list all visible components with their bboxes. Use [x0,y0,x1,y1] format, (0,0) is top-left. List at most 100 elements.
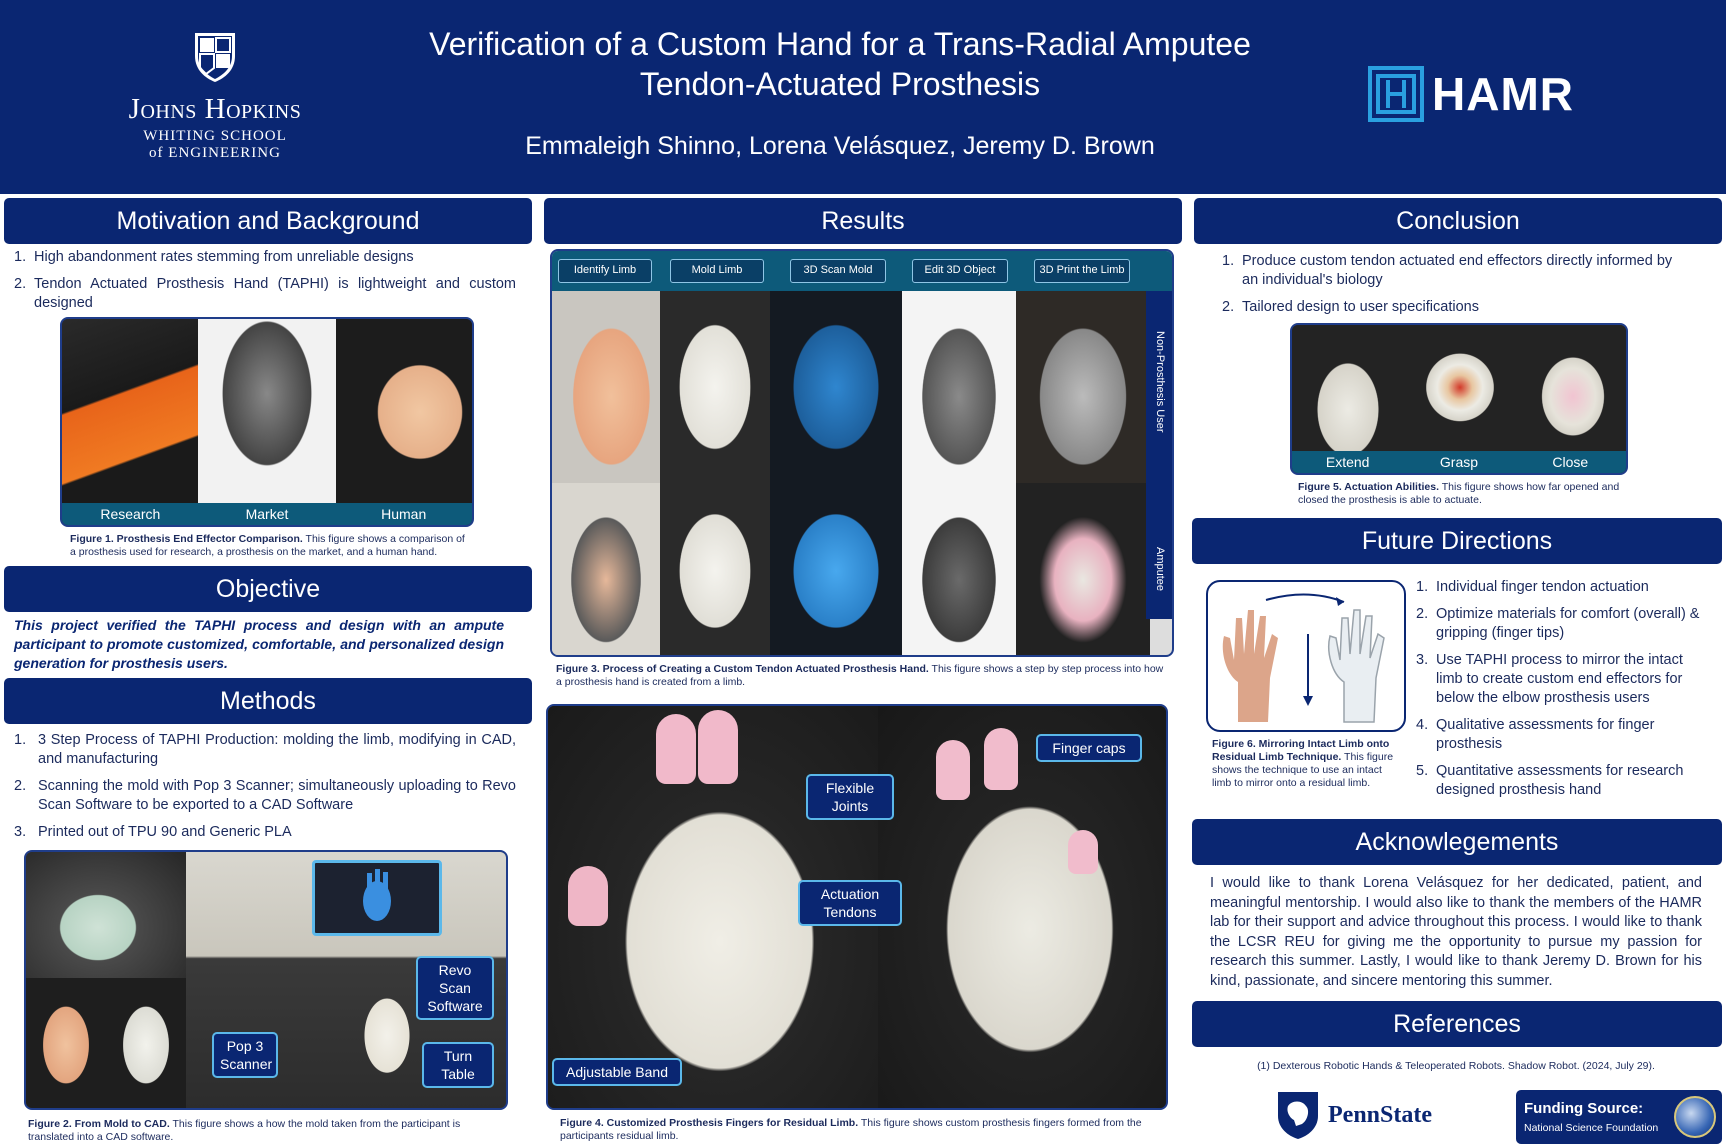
close-photo [1516,325,1626,455]
fingers-photo-right [878,706,1166,1108]
list-item: 1.Produce custom tendon actuated end eff… [1222,253,1673,288]
methods-list: 1.3 Step Process of TAPHI Production: mo… [14,731,516,850]
grid-mold-bottom [660,483,770,655]
figure-1: Research Market Human [60,317,474,527]
hamr-logo: HAMR [1368,66,1574,122]
callout-adjustable-band: Adjustable Band [552,1058,682,1086]
title-line1: Verification of a Custom Hand for a Tran… [429,26,1251,62]
research-hand-photo [62,319,198,505]
scan-hand-icon [363,869,391,921]
grid-cad-top [902,291,1016,483]
motivation-heading: Motivation and Background [4,198,532,244]
poster-title: Verification of a Custom Hand for a Tran… [400,24,1280,104]
list-item: 4.Qualitative assessments for finger pro… [1416,717,1655,752]
authors: Emmaleigh Shinno, Lorena Velásquez, Jere… [525,132,1155,160]
motivation-list: 1.High abandonment rates stemming from u… [14,248,516,321]
title-line2: Tendon-Actuated Prosthesis [639,66,1041,102]
mirror-hands-icon [1222,593,1385,723]
figure-6 [1206,580,1406,732]
grasp-photo [1404,325,1516,455]
figure-4-caption: Figure 4. Customized Prosthesis Fingers … [560,1117,1142,1142]
step-edit-3d-object[interactable]: Edit 3D Object [912,259,1008,283]
finger-cap-6 [1068,830,1098,874]
funding-title: Funding Source: [1524,1100,1644,1117]
jhu-shield-icon [195,33,235,82]
hamr-word: HAMR [1432,68,1574,120]
hamr-mark-icon [1368,66,1424,122]
label-close: Close [1552,454,1589,470]
figure-3: Identify Limb Mold Limb 3D Scan Mold Edi… [550,249,1174,657]
label-market: Market [245,506,289,522]
label-human: Human [381,506,427,522]
list-item: 3.Use TAPHI process to mirror the intact… [1416,652,1683,706]
nittany-lion-shield-icon [1278,1092,1318,1139]
nsf-logo-icon [1674,1096,1716,1138]
step-3d-scan-mold[interactable]: 3D Scan Mold [790,259,886,283]
list-item: 1.3 Step Process of TAPHI Production: mo… [14,732,516,767]
mold-hand-photo [106,978,186,1108]
funding-source-box: Funding Source: National Science Foundat… [1516,1090,1722,1144]
figure-3-caption: Figure 3. Process of Creating a Custom T… [556,663,1164,688]
figure-1-caption: Figure 1. Prosthesis End Effector Compar… [70,533,465,558]
step-3d-print-limb[interactable]: 3D Print the Limb [1034,259,1130,283]
figure-6-caption: Figure 6. Mirroring Intact Limb onto Res… [1212,738,1394,789]
label-grasp: Grasp [1439,454,1479,470]
process-steps: Identify Limb Mold Limb 3D Scan Mold Edi… [552,251,1172,291]
jhu-sub1: WHITING SCHOOL [143,128,287,144]
figure-2-caption: Figure 2. From Mold to CAD. This figure … [28,1118,461,1143]
finger-cap-3 [568,866,608,926]
callout-finger-caps: Finger caps [1036,734,1142,762]
market-hand-photo [198,319,336,505]
finger-cap-5 [984,728,1018,790]
label-extend: Extend [1325,454,1370,470]
conclusion-list: 1.Produce custom tendon actuated end eff… [1222,252,1688,325]
figure-5: Extend Grasp Close [1290,323,1628,475]
grid-mold-top [660,291,770,483]
finger-cap-2 [698,710,738,784]
methods-heading: Methods [4,678,532,724]
ack-text: I would like to thank Lorena Velásquez f… [1210,875,1702,989]
figure-3-sidebar [1146,291,1172,619]
finger-cap-1 [656,714,696,784]
list-item: 3.Printed out of TPU 90 and Generic PLA [14,824,292,840]
figure-1-labels: Research Market Human [62,503,472,525]
figure-4: Finger caps Flexible Joints Actuation Te… [546,704,1168,1110]
list-item: 2.Tendon Actuated Prosthesis Hand (TAPHI… [14,276,516,311]
grid-scan-top [770,291,902,483]
figure-2: Revo Scan Software Pop 3 Scanner Turn Ta… [24,850,508,1110]
real-hand-photo [26,978,106,1108]
grid-scan-bottom [770,483,902,655]
mold-bucket-photo [26,852,186,978]
grid-identify-top [552,291,660,483]
extend-photo [1292,325,1404,455]
grid-cad-bottom [902,483,1016,655]
grid-print-bottom [1016,483,1150,655]
callout-pop3-scanner: Pop 3 Scanner [212,1032,278,1078]
figure-5-labels: Extend Grasp Close [1292,451,1626,473]
ack-heading: Acknowlegements [1192,819,1722,865]
jhu-logo: Johns Hopkins WHITING SCHOOL of ENGINEER… [100,30,330,162]
jhu-sub2: of ENGINEERING [149,145,281,161]
grid-print-top [1016,291,1150,483]
callout-actuation-tendons: Actuation Tendons [798,880,902,926]
list-item: 1.Individual finger tendon actuation [1416,579,1649,595]
poster-header: Johns Hopkins WHITING SCHOOL of ENGINEER… [0,0,1726,194]
funding-sub: National Science Foundation [1524,1122,1659,1134]
pennstate-word: PennState [1328,1101,1432,1128]
step-identify-limb[interactable]: Identify Limb [558,259,652,283]
step-mold-limb[interactable]: Mold Limb [670,259,764,283]
human-hand-photo [336,319,472,505]
objective-heading: Objective [4,566,532,612]
objective-text: This project verified the TAPHI process … [14,617,504,671]
list-item: 5.Quantitative assessments for research … [1416,763,1684,798]
figure-5-caption: Figure 5. Actuation Abilities. This figu… [1298,481,1620,506]
conclusion-heading: Conclusion [1194,198,1722,244]
finger-cap-4 [936,740,970,800]
callout-turn-table: Turn Table [422,1042,494,1088]
label-amputee: Amputee [1154,547,1166,592]
list-item: 2.Tailored design to user specifications [1222,299,1479,315]
references-heading: References [1192,1001,1722,1047]
label-non-prosthesis-user: Non-Prosthesis User [1154,331,1166,433]
callout-revo-scan: Revo Scan Software [416,956,494,1020]
future-heading: Future Directions [1192,518,1722,564]
